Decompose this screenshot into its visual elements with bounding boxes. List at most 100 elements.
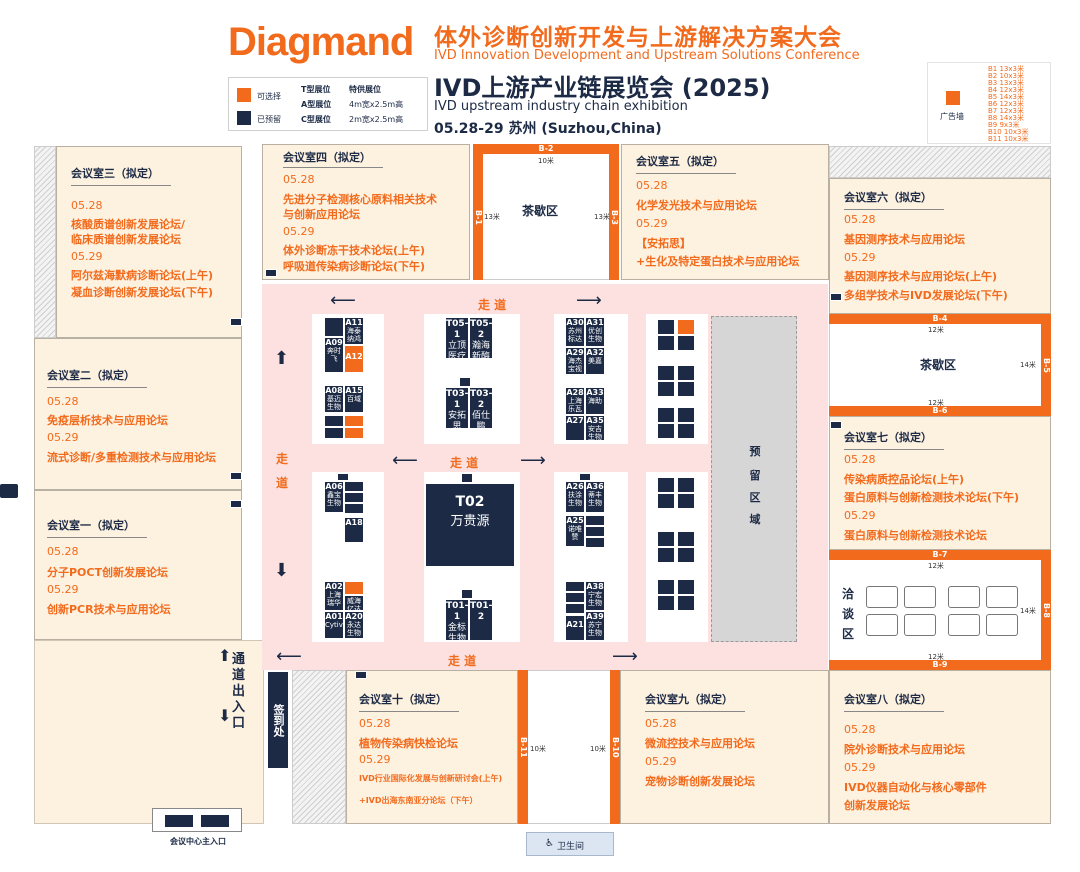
booth[interactable] <box>658 532 674 546</box>
booth[interactable] <box>658 596 674 610</box>
forum: 体外诊断冻干技术论坛(上午) <box>283 244 426 257</box>
booth[interactable] <box>678 424 694 438</box>
booth[interactable] <box>658 580 674 594</box>
booth[interactable] <box>678 478 694 492</box>
booth[interactable] <box>658 320 674 334</box>
booth[interactable] <box>345 582 363 594</box>
booth[interactable] <box>325 428 343 438</box>
booth[interactable] <box>658 478 674 492</box>
booth[interactable] <box>678 596 694 610</box>
room-title: 会议室十（拟定） <box>359 693 447 706</box>
booth[interactable] <box>678 366 694 380</box>
booth-a03[interactable]: 威海亿达 <box>345 596 363 610</box>
booth-a18[interactable]: A18 <box>345 518 363 542</box>
booth-company: 永达生物 <box>347 621 361 637</box>
booth-a27[interactable]: A27 <box>566 416 584 440</box>
room-3[interactable]: 会议室三（拟定） 05.28 核酸质谱创新发展论坛/ 临床质谱创新发展论坛 05… <box>56 146 242 338</box>
booth-a12[interactable]: A12 <box>345 346 363 372</box>
room-5[interactable]: 会议室五（拟定） 05.28 化学发光技术与应用论坛 05.29 【安拓思】 +… <box>621 144 829 280</box>
booth[interactable] <box>345 493 363 502</box>
booth[interactable] <box>658 424 674 438</box>
booth[interactable] <box>678 532 694 546</box>
booth[interactable] <box>462 590 472 598</box>
corridor-entrance: 通道出入口 <box>232 652 246 731</box>
booth[interactable] <box>566 604 584 613</box>
booth[interactable] <box>678 408 694 422</box>
booth[interactable] <box>678 336 694 350</box>
toilet[interactable]: 卫生间 ♿ <box>526 832 614 856</box>
room-6[interactable]: 会议室六（拟定） 05.28 基因测序技术与应用论坛 05.29 基因测序技术与… <box>829 178 1051 314</box>
legend-c-size: 2m宽x2.5m高 <box>349 115 404 124</box>
forum: 蛋白原料与创新检测技术论坛(下午) <box>844 491 1020 504</box>
booth-id: T02 <box>455 494 485 510</box>
booth[interactable] <box>658 408 674 422</box>
wall-label: B-3 <box>610 209 619 225</box>
booth-t01-2[interactable]: T01-2 <box>470 600 492 640</box>
booth[interactable] <box>658 366 674 380</box>
booth[interactable] <box>678 494 694 508</box>
booth[interactable] <box>658 382 674 396</box>
booth[interactable] <box>566 593 584 602</box>
booth-company: 蒂丰生物 <box>588 491 602 507</box>
sign-in-desk[interactable]: 签到处 <box>268 672 288 768</box>
booth[interactable] <box>345 482 363 491</box>
room-9[interactable]: 会议室九（拟定） 05.28 微流控技术与应用论坛 05.29 宠物诊断创新发展… <box>620 670 829 824</box>
booth[interactable] <box>462 474 472 482</box>
booth[interactable] <box>678 320 694 334</box>
room-8[interactable]: 会议室八（拟定） 05.28 院外诊断技术与应用论坛 05.29 IVD仪器自动… <box>829 670 1051 824</box>
booth[interactable] <box>658 494 674 508</box>
room-1[interactable]: 会议室一（拟定） 05.28 分子POCT创新发展论坛 05.29 创新PCR技… <box>34 490 242 640</box>
booth[interactable] <box>586 527 604 536</box>
booth[interactable] <box>325 318 343 336</box>
booth[interactable] <box>678 548 694 562</box>
room-10[interactable]: 会议室十（拟定） 05.28 植物传染病快检论坛 05.29 IVD行业国际化发… <box>346 670 518 824</box>
booth-a01[interactable]: A01Cytiva <box>325 612 343 638</box>
booth[interactable] <box>658 548 674 562</box>
booth[interactable] <box>345 416 363 426</box>
booth[interactable] <box>325 416 343 426</box>
booth-a21[interactable]: A21 <box>566 616 584 640</box>
booth[interactable] <box>345 428 363 438</box>
room-2[interactable]: 会议室二（拟定） 05.28 免疫层析技术与应用论坛 05.29 流式诊断/多重… <box>34 338 242 490</box>
booth[interactable] <box>460 378 470 386</box>
booth[interactable] <box>678 382 694 396</box>
booth[interactable] <box>566 582 584 591</box>
booth-id: A38 <box>586 582 604 591</box>
booth[interactable] <box>345 504 363 513</box>
booth[interactable] <box>580 474 590 480</box>
booth[interactable] <box>338 474 348 480</box>
booth[interactable] <box>586 516 604 525</box>
booth[interactable] <box>586 538 604 547</box>
room-7[interactable]: 会议室七（拟定） 05.28 传染病质控品论坛(上午) 蛋白原料与创新检测技术论… <box>829 416 1051 550</box>
booth[interactable] <box>678 580 694 594</box>
divider <box>645 711 745 712</box>
main-entrance-door[interactable] <box>152 808 242 832</box>
booth[interactable] <box>658 336 674 350</box>
room-4[interactable]: 会议室四（拟定） 05.28 先进分子检测核心原料相关技术 与创新应用论坛 05… <box>262 144 470 280</box>
